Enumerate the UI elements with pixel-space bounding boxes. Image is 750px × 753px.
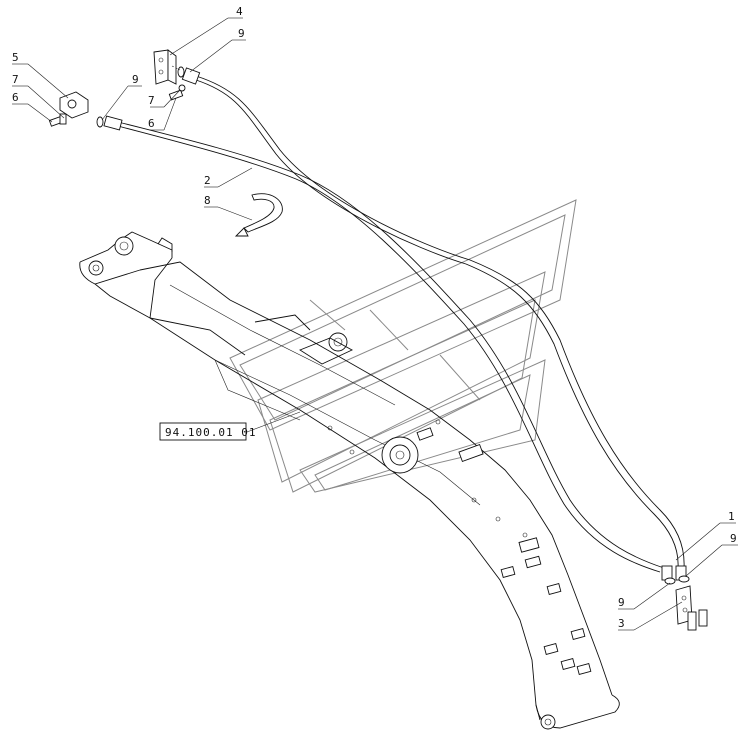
reference-box: 94.100.01 01 bbox=[159, 422, 256, 441]
callout-8: 8 bbox=[204, 194, 211, 207]
callout-1: 1 bbox=[728, 510, 735, 523]
callout-9-mid: 9 bbox=[132, 73, 139, 86]
leader-lines bbox=[12, 17, 738, 631]
callout-4: 4 bbox=[236, 5, 243, 18]
left-bracket-part bbox=[48, 91, 104, 128]
callout-5: 5 bbox=[12, 51, 19, 64]
watermark-logo bbox=[229, 199, 577, 493]
callout-9-top: 9 bbox=[238, 27, 245, 40]
callout-6-left: 6 bbox=[12, 91, 19, 104]
callout-7-left: 7 bbox=[12, 73, 19, 86]
bolt-washer-mid bbox=[168, 84, 186, 101]
callout-9-right: 9 bbox=[730, 532, 737, 545]
callout-3: 3 bbox=[618, 617, 625, 630]
callout-9-bottom: 9 bbox=[618, 596, 625, 609]
callout-7-mid: 7 bbox=[148, 94, 155, 107]
callout-6-mid: 6 bbox=[148, 117, 155, 130]
callout-labels: 4 9 5 7 6 9 7 6 2 8 1 9 9 3 bbox=[12, 5, 737, 630]
callout-2: 2 bbox=[204, 174, 211, 187]
boom-arm bbox=[79, 231, 620, 730]
hose-assembly bbox=[103, 67, 687, 581]
top-bracket-part bbox=[153, 49, 185, 85]
reference-number: 94.100.01 01 bbox=[165, 426, 256, 439]
hose-clamp-part bbox=[234, 193, 283, 237]
bottom-bracket-part bbox=[664, 575, 708, 631]
